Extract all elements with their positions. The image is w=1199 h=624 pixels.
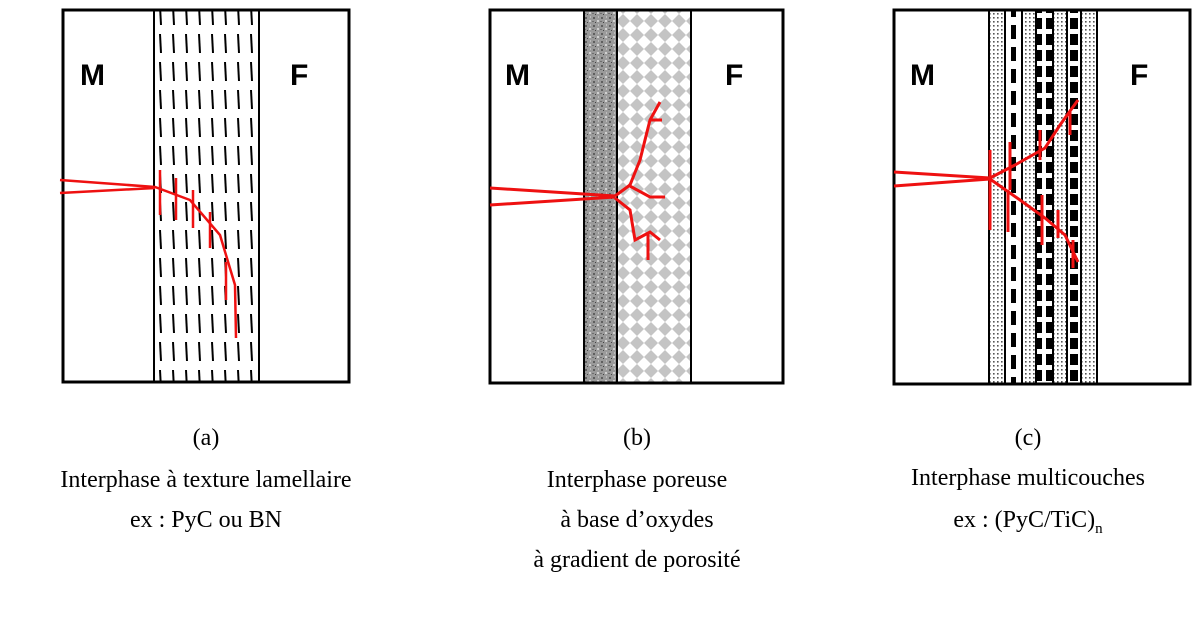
crack-path (59, 170, 238, 339)
caption-b-line-2: à base d’oxydes (560, 507, 714, 533)
lamellar-interphase (154, 10, 259, 382)
caption-b-line-1: Interphase poreuse (546, 467, 728, 493)
matrix-zone (63, 10, 154, 382)
fiber-zone (691, 10, 783, 383)
multilayer-interphase (989, 10, 1097, 384)
caption-c-formula: ex : (PyC/TiC) (953, 507, 1096, 533)
matrix-label: M (910, 59, 935, 92)
crack-path (489, 101, 665, 260)
fiber-label: F (725, 59, 743, 92)
caption-c-subscript: n (1095, 520, 1103, 537)
caption-a-line-2: ex : PyC ou BN (129, 507, 282, 533)
matrix-label: M (505, 59, 530, 92)
matrix-zone (490, 10, 584, 383)
panel-outline (488, 8, 785, 385)
panel-label-a: (a) (192, 425, 220, 451)
panel-a: M F (59, 8, 351, 384)
fiber-label: F (290, 59, 308, 92)
matrix-zone (894, 10, 989, 384)
crack-path (893, 99, 1080, 268)
panel-b: M F (488, 8, 785, 385)
fiber-label: F (1130, 59, 1148, 92)
panel-label-b: (b) (623, 425, 651, 451)
caption-b-line-3: à gradient de porosité (533, 547, 741, 573)
fiber-zone (1097, 10, 1190, 384)
fiber-zone (259, 10, 349, 382)
caption-c-line-1: Interphase multicouches (911, 465, 1145, 491)
panel-outline (892, 8, 1192, 386)
interphase-diagram: M F M F (59, 8, 1192, 386)
matrix-label: M (80, 59, 105, 92)
caption-a-line-1: Interphase à texture lamellaire (60, 467, 352, 493)
panel-label-c: (c) (1014, 425, 1042, 451)
panel-outline (61, 8, 351, 384)
caption-c-line-2: ex : (PyC/TiC)n (863, 507, 1193, 538)
panel-c: M F (892, 8, 1192, 386)
